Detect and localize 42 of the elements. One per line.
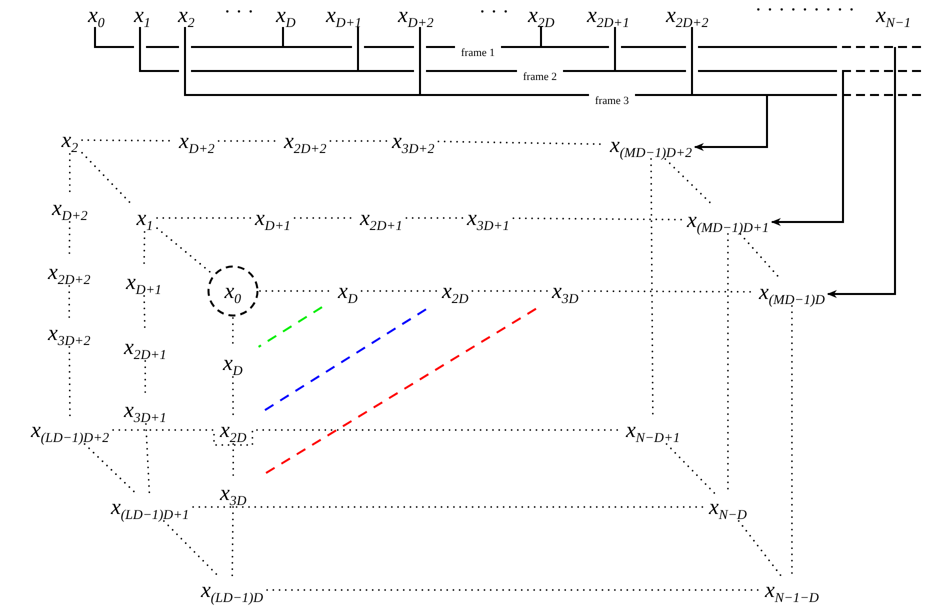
dotted-line	[791, 305, 793, 577]
dotted-line	[163, 520, 220, 577]
dotted-line	[330, 140, 389, 142]
connector-line	[184, 27, 186, 94]
dotted-line	[84, 443, 136, 494]
dotted-line	[740, 233, 780, 279]
arrow	[826, 47, 896, 298]
dotted-line	[192, 506, 706, 508]
connector-line	[614, 27, 616, 70]
connector-line	[419, 27, 421, 94]
dotted-line	[145, 423, 150, 494]
dotted-line	[156, 217, 252, 219]
dashed-line	[262, 308, 427, 413]
dotted-line	[68, 285, 70, 320]
dotted-line	[406, 217, 464, 219]
dotted-line	[232, 376, 234, 417]
dotted-line	[231, 506, 234, 577]
dotted-line	[156, 227, 214, 275]
dotted-line	[666, 443, 716, 494]
connector-line	[94, 27, 96, 46]
connector-line	[282, 27, 284, 46]
connector-line	[691, 27, 693, 94]
frame-label: frame 2	[523, 72, 557, 83]
ellipsis: · · ·	[224, 2, 254, 22]
frame-label: frame 1	[461, 48, 495, 59]
dashed-line	[258, 306, 323, 348]
dotted-line	[360, 290, 439, 292]
ellipsis: · · · · · · · · ·	[755, 0, 855, 20]
dotted-line	[68, 153, 71, 195]
dotted-line	[738, 520, 782, 577]
ellipsis: · · ·	[479, 2, 509, 22]
frame-label: frame 3	[595, 96, 629, 107]
connector-line	[540, 27, 542, 46]
arrow	[694, 95, 768, 151]
dotted-line	[650, 158, 654, 417]
dashed-circle-node	[207, 265, 259, 317]
dotted-line	[472, 290, 549, 292]
dotted-line	[68, 346, 71, 417]
connector-line	[357, 27, 359, 70]
dotted-line	[512, 217, 684, 220]
arrow	[770, 71, 844, 226]
connector-line	[139, 27, 141, 70]
